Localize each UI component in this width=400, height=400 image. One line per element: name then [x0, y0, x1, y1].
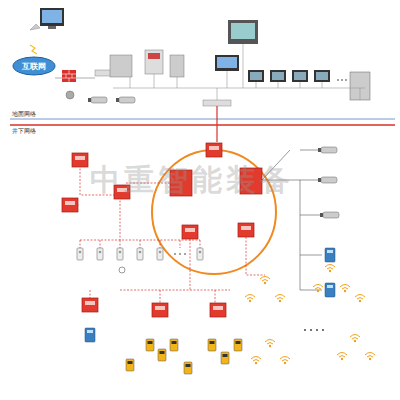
node-text: 互联网	[22, 61, 46, 72]
cloud-node: 互联网	[12, 56, 56, 76]
watermark: 中重智能装备	[90, 160, 294, 201]
network-zone-label: 地面网络	[12, 110, 36, 119]
network-zone-label: 井下网络	[12, 127, 36, 136]
